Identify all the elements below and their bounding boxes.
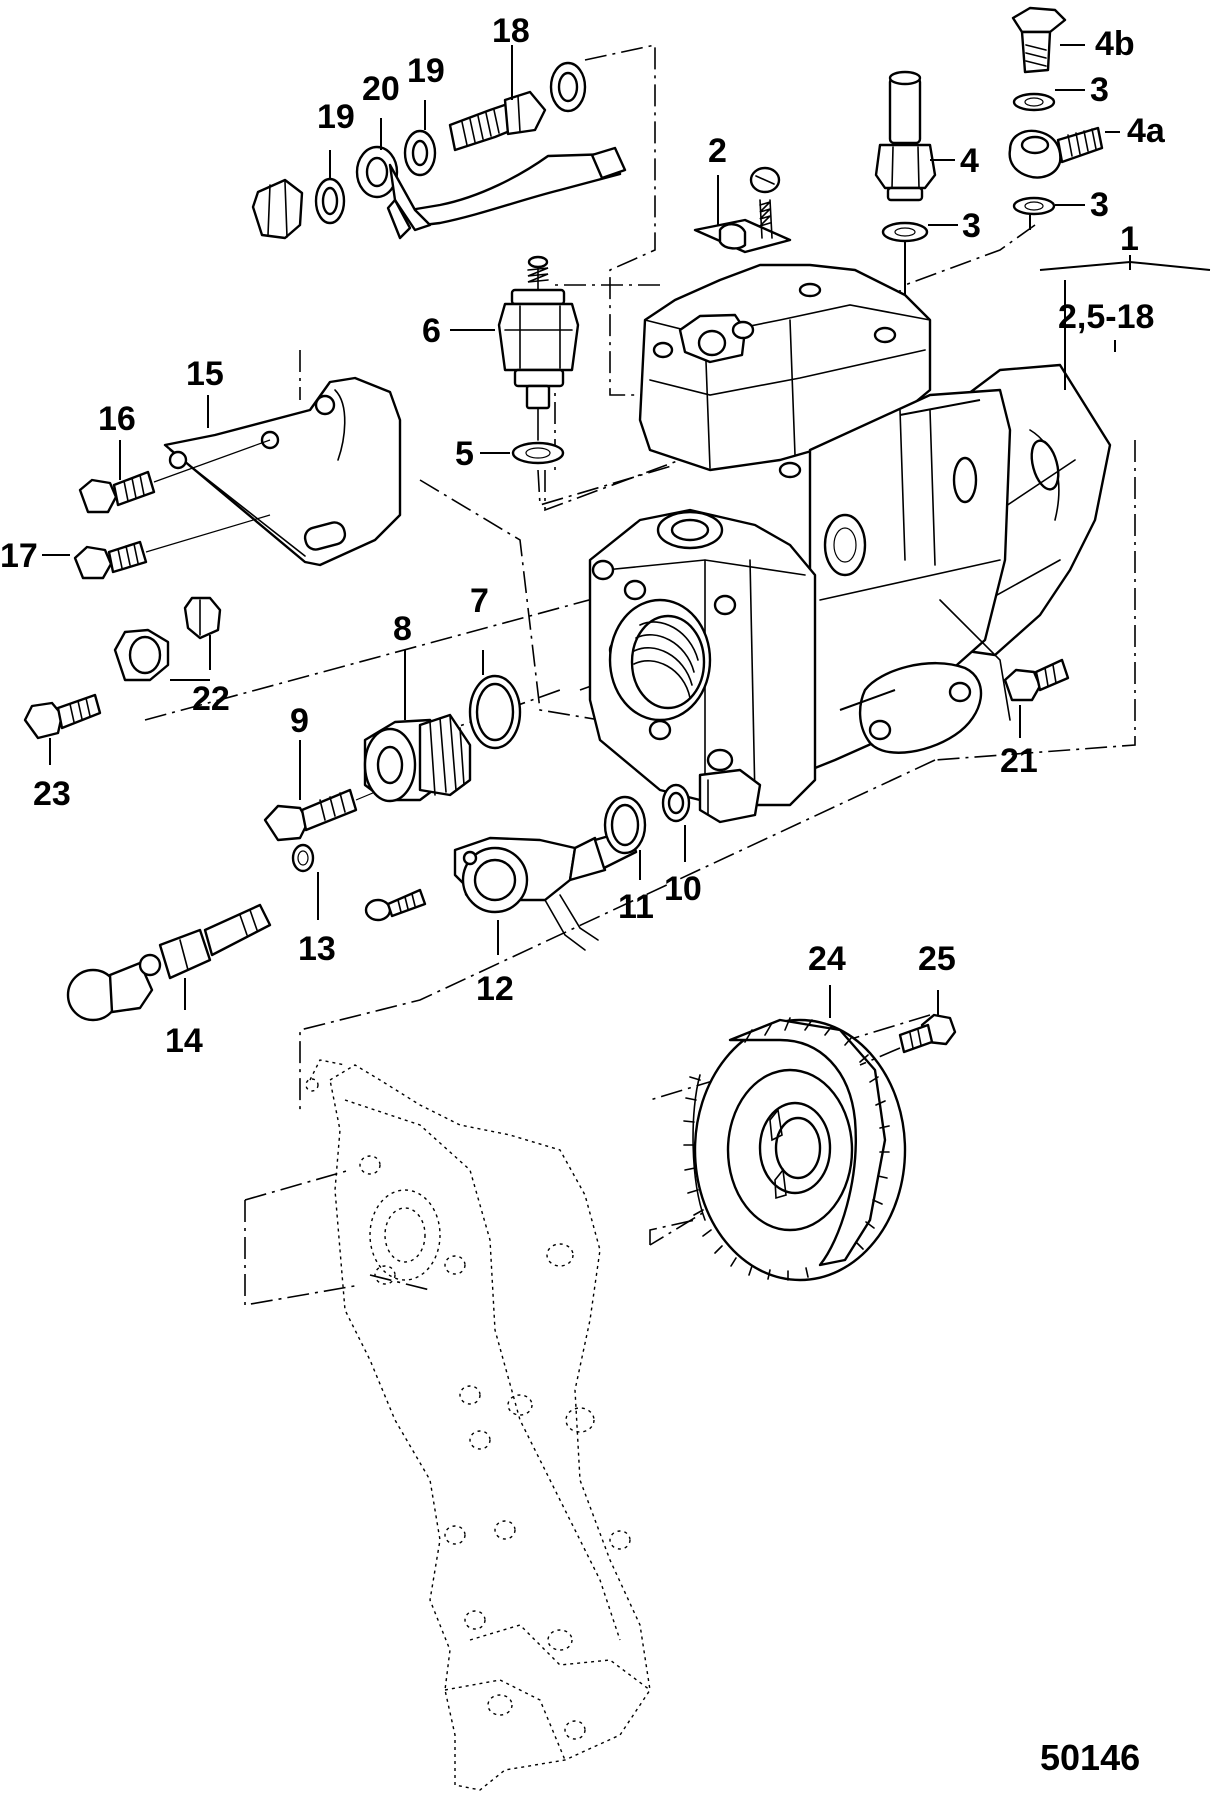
o-ring-7 — [468, 674, 522, 750]
washer-top — [549, 61, 587, 113]
callout-6: 6 — [422, 312, 441, 350]
washer-13 — [291, 843, 315, 873]
bolt-23 — [23, 693, 102, 740]
callout-3-lower-right: 3 — [1090, 186, 1109, 224]
callout-5: 5 — [455, 435, 474, 473]
callout-13: 13 — [298, 930, 336, 968]
injection-pump-1 — [588, 263, 1112, 824]
bolt-16 — [78, 439, 271, 514]
callout-17: 17 — [0, 537, 38, 575]
bolt-21 — [1003, 658, 1070, 702]
bolt-17 — [73, 514, 271, 580]
callout-7: 7 — [470, 582, 489, 620]
screw-and-clip-2 — [693, 166, 792, 254]
bolt-4b — [1011, 6, 1067, 74]
washer-11 — [603, 795, 647, 855]
cap-nut — [251, 178, 304, 240]
leader-lines — [42, 44, 1211, 1018]
plug-8 — [363, 713, 472, 803]
callout-23: 23 — [33, 775, 71, 813]
callout-1: 1 — [1120, 220, 1139, 258]
banjo-fitting-20 — [355, 145, 627, 240]
callout-15: 15 — [186, 355, 224, 393]
callout-21: 21 — [1000, 742, 1038, 780]
callout-11: 11 — [618, 888, 654, 926]
bracket-15 — [163, 376, 402, 567]
callout-18: 18 — [492, 12, 530, 50]
bolt-25 — [859, 1013, 957, 1066]
callout-22: 22 — [192, 680, 230, 718]
washer-19b — [403, 129, 437, 177]
banjo-4a — [1008, 126, 1104, 179]
fittings-top-right — [874, 6, 1104, 295]
bolt-9 — [263, 788, 381, 842]
sensor-12 — [453, 828, 638, 951]
washer-3-lower — [1012, 196, 1056, 216]
washer-3-upper — [1012, 92, 1056, 112]
callout-24: 24 — [808, 940, 846, 978]
callout-2: 2 — [708, 132, 727, 170]
callout-19-right: 19 — [407, 52, 445, 90]
engine-front-cover — [305, 1059, 651, 1791]
washer-19a — [314, 177, 346, 225]
callout-3-upper: 3 — [1090, 71, 1109, 109]
callout-10: 10 — [664, 870, 702, 908]
injector-14 — [66, 903, 272, 1022]
callout-14: 14 — [165, 1022, 203, 1060]
fuel-line-assembly — [251, 61, 627, 240]
screw-12 — [364, 888, 427, 922]
callout-16: 16 — [98, 400, 136, 438]
callout-12: 12 — [476, 970, 514, 1008]
washer-5 — [511, 441, 676, 507]
nuts-22 — [113, 596, 222, 682]
timing-gear-24 — [683, 1017, 907, 1282]
callout-19-left: 19 — [317, 98, 355, 136]
banjo-bolt-18 — [448, 90, 547, 152]
solenoid-6 — [497, 255, 580, 441]
callout-20: 20 — [362, 70, 400, 108]
valve-4 — [874, 70, 937, 202]
callout-labels: 18 20 19 19 2 4b 3 4a 4 3 3 1 2,5-18 6 5… — [0, 12, 1166, 1060]
washer-10 — [661, 783, 691, 823]
washer-3-middle — [881, 221, 929, 243]
figure-number: 50146 — [1040, 1737, 1140, 1778]
callout-4: 4 — [960, 142, 979, 180]
callout-25: 25 — [918, 940, 956, 978]
callout-3-middle: 3 — [962, 207, 981, 245]
callout-1-range: 2,5-18 — [1058, 298, 1154, 336]
callout-4a: 4a — [1127, 112, 1166, 150]
callout-4b: 4b — [1095, 25, 1135, 63]
callout-8: 8 — [393, 610, 412, 648]
callout-9: 9 — [290, 702, 309, 740]
